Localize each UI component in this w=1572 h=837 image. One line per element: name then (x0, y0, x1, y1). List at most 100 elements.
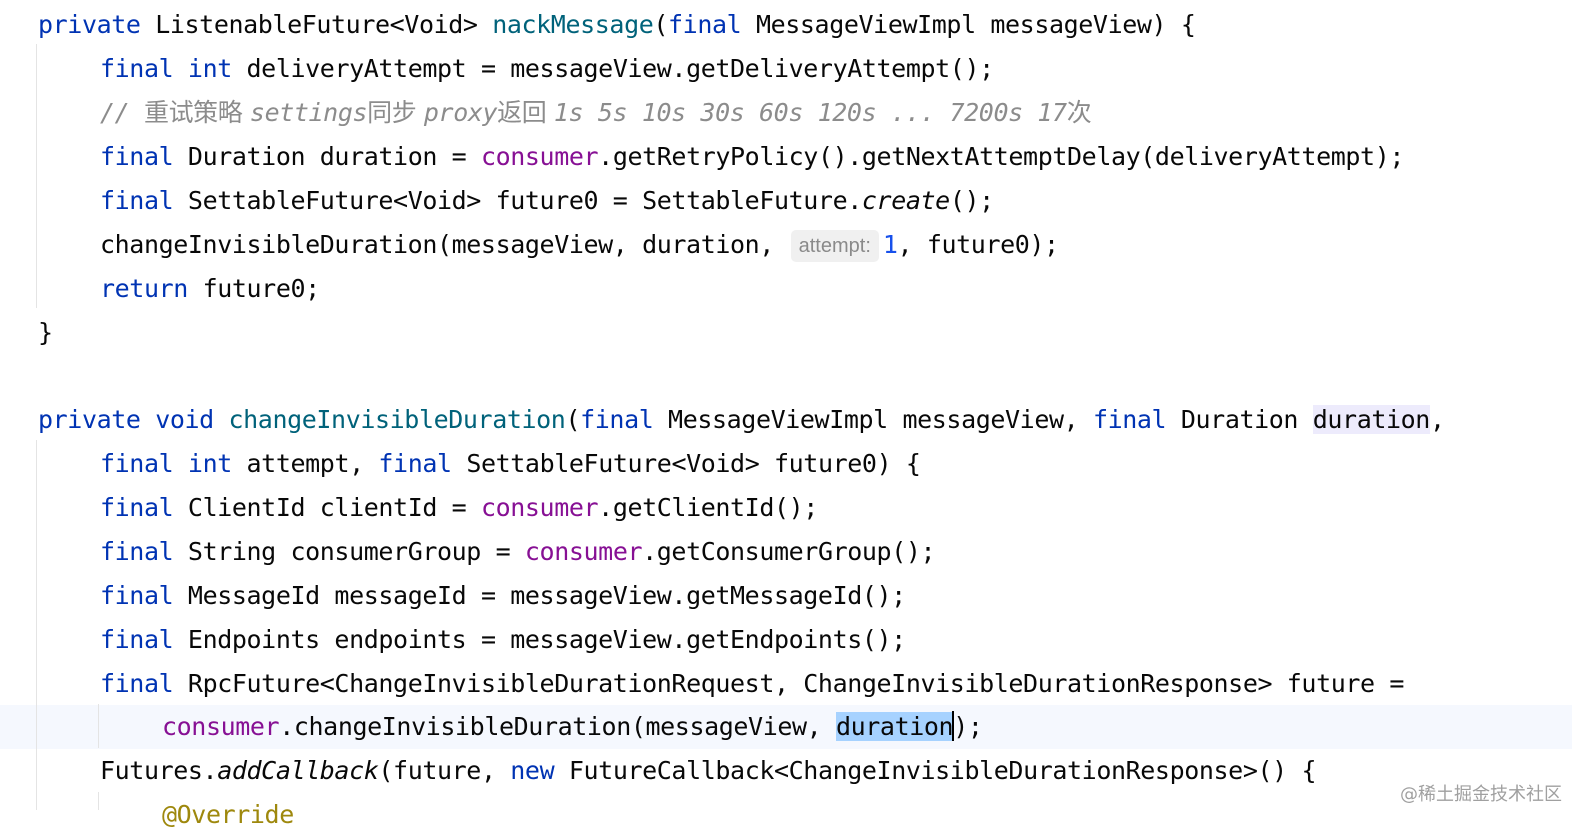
code-token: new (510, 756, 569, 785)
code-token: FutureCallback<ChangeInvisibleDurationRe… (568, 756, 1317, 785)
code-token: 同步 (367, 98, 424, 127)
code-token: 1 (882, 230, 898, 259)
code-token: SettableFuture<Void> future0 = SettableF… (187, 186, 862, 215)
code-line[interactable]: @Override (0, 793, 1572, 837)
code-token: final (100, 625, 188, 654)
code-token: int (187, 54, 247, 83)
code-token: final (668, 10, 756, 39)
parameter-hint: attempt: (790, 230, 879, 262)
code-token: consumer (480, 493, 599, 522)
code-line-text: private ListenableFuture<Void> nackMessa… (38, 3, 1196, 47)
code-token: .getRetryPolicy().getNextAttemptDelay(de… (598, 142, 1404, 171)
code-line-text: final MessageId messageId = messageView.… (100, 574, 906, 618)
code-line[interactable]: final int attempt, final SettableFuture<… (0, 442, 1572, 486)
code-line[interactable]: Futures.addCallback(future, new FutureCa… (0, 749, 1572, 793)
code-line-text: final RpcFuture<ChangeInvisibleDurationR… (100, 662, 1404, 706)
code-token: create (861, 186, 950, 215)
code-token: proxy (423, 98, 498, 127)
code-token: RpcFuture<ChangeInvisibleDurationRequest… (187, 669, 1404, 698)
code-token: final (1092, 405, 1181, 434)
code-token: nackMessage (492, 10, 654, 39)
code-line-text: @Override (162, 793, 294, 837)
code-token: MessageId messageId = messageView.getMes… (187, 581, 906, 610)
code-token: consumer (162, 712, 280, 741)
indent-guide (98, 704, 99, 748)
code-token: private (38, 10, 156, 39)
code-token: SettableFuture<Void> future0) { (466, 449, 921, 478)
code-token: .getClientId(); (598, 493, 818, 522)
code-token: void (155, 405, 229, 434)
code-line[interactable]: final Duration duration = consumer.getRe… (0, 135, 1572, 179)
code-token: ); (953, 712, 983, 741)
code-token: changeInvisibleDuration (228, 405, 566, 434)
code-token: 重试策略 (143, 98, 250, 127)
code-token: final (100, 142, 188, 171)
code-token: final (378, 449, 467, 478)
code-token: , future0); (897, 230, 1060, 259)
code-token: ClientId clientId = (187, 493, 481, 522)
code-token: } (38, 318, 53, 347)
code-token: (); (949, 186, 994, 215)
code-line[interactable]: final MessageId messageId = messageView.… (0, 574, 1572, 618)
code-token: ListenableFuture<Void> (155, 10, 493, 39)
code-token: .changeInvisibleDuration(messageView, (279, 712, 836, 741)
code-token: .getConsumerGroup(); (642, 537, 936, 566)
code-token: ( (653, 10, 669, 39)
code-token: Duration duration = (187, 142, 481, 171)
code-line-text: final Duration duration = consumer.getRe… (100, 135, 1404, 179)
code-line[interactable]: consumer.changeInvisibleDuration(message… (0, 705, 1572, 749)
code-token: final (100, 186, 188, 215)
code-token: addCallback (217, 756, 379, 785)
code-line[interactable]: return future0; (0, 267, 1572, 311)
code-token: // (100, 98, 144, 127)
code-token: consumer (480, 142, 599, 171)
watermark: @稀土掘金技术社区 (1400, 784, 1562, 805)
code-token: changeInvisibleDuration(messageView, dur… (100, 230, 789, 259)
code-line[interactable]: // 重试策略 settings同步 proxy返回 1s 5s 10s 30s… (0, 91, 1572, 135)
code-line-text: return future0; (100, 267, 320, 311)
code-line[interactable]: private ListenableFuture<Void> nackMessa… (0, 3, 1572, 47)
code-token: Endpoints endpoints = messageView.getEnd… (187, 625, 906, 654)
code-token: final (100, 449, 188, 478)
code-line[interactable]: } (0, 311, 1572, 355)
code-token: final (100, 537, 188, 566)
code-line[interactable]: final RpcFuture<ChangeInvisibleDurationR… (0, 662, 1572, 706)
code-line[interactable]: changeInvisibleDuration(messageView, dur… (0, 223, 1572, 267)
code-token: private (38, 405, 156, 434)
code-line[interactable]: final Endpoints endpoints = messageView.… (0, 618, 1572, 662)
code-token: consumer (524, 537, 643, 566)
code-token: MessageViewImpl messageView, (668, 405, 1093, 434)
code-token: String consumerGroup = (187, 537, 525, 566)
selected-text: duration (835, 712, 954, 741)
indent-guide (98, 792, 99, 810)
code-line[interactable]: final String consumerGroup = consumer.ge… (0, 530, 1572, 574)
indent-guide (36, 44, 37, 308)
code-line[interactable]: final ClientId clientId = consumer.getCl… (0, 486, 1572, 530)
code-line-text: final SettableFuture<Void> future0 = Set… (100, 179, 994, 223)
code-line-text: private void changeInvisibleDuration(fin… (38, 398, 1445, 442)
code-line-text: // 重试策略 settings同步 proxy返回 1s 5s 10s 30s… (100, 91, 1092, 135)
code-token: @Override (162, 800, 294, 829)
code-token: (future, (378, 756, 511, 785)
code-token: deliveryAttempt = messageView.getDeliver… (246, 54, 995, 83)
code-line[interactable]: final SettableFuture<Void> future0 = Set… (0, 179, 1572, 223)
code-token: final (100, 54, 188, 83)
code-line-text: consumer.changeInvisibleDuration(message… (162, 705, 983, 749)
code-token: return (100, 274, 203, 303)
code-token: final (100, 581, 188, 610)
text-cursor (952, 711, 955, 741)
code-line-text: final String consumerGroup = consumer.ge… (100, 530, 936, 574)
code-token: MessageViewImpl messageView) { (755, 10, 1196, 39)
code-line-text: } (38, 311, 53, 355)
code-line[interactable]: private void changeInvisibleDuration(fin… (0, 398, 1572, 442)
code-line-text: final int attempt, final SettableFuture<… (100, 442, 921, 486)
code-token: final (580, 405, 669, 434)
code-token: duration (1312, 405, 1430, 434)
code-token: settings (249, 98, 368, 127)
code-token: final (100, 493, 188, 522)
code-line[interactable]: final int deliveryAttempt = messageView.… (0, 47, 1572, 91)
code-line[interactable] (0, 355, 1572, 399)
code-line-text: changeInvisibleDuration(messageView, dur… (100, 223, 1059, 267)
code-token: final (100, 669, 188, 698)
